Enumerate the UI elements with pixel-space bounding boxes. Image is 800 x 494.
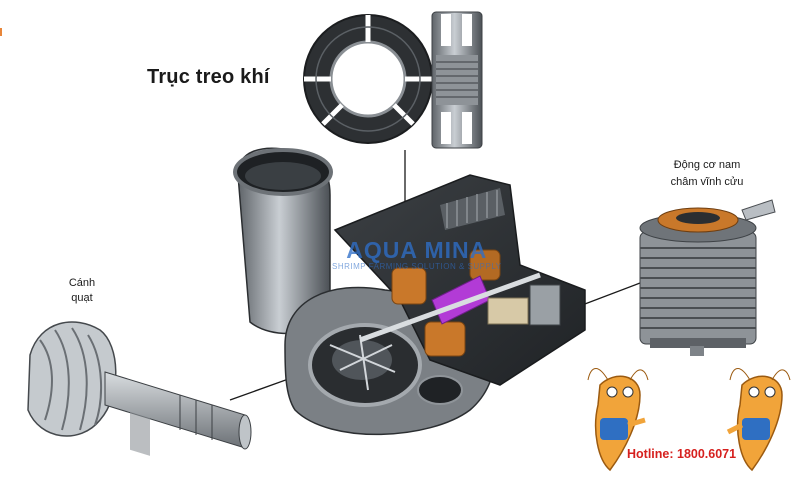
blower-body: [233, 147, 586, 436]
impeller-label: Cánh quạt: [60, 276, 104, 306]
impeller-shaft: [27, 321, 252, 456]
shrimp-mascot-left: [587, 368, 649, 472]
air-bearing-sleeve: [431, 11, 483, 149]
pm-motor: [639, 199, 776, 356]
pm-motor-label-line2: châm vĩnh cửu: [670, 176, 744, 188]
corner-mark: [0, 28, 2, 36]
pm-motor-label: Động cơ nam châm vĩnh cửu: [652, 157, 762, 191]
pm-motor-label-line1: Động cơ nam: [673, 159, 741, 171]
hotline-text: Hotline: 1800.6071: [627, 447, 737, 461]
air-bearing-ring: [303, 14, 433, 144]
air-bearing-label: Trục treo khí: [147, 66, 270, 88]
shrimp-mascot-right: [726, 368, 791, 472]
impeller-label-line1: Cánh: [68, 277, 96, 289]
impeller-label-line2: quạt: [71, 292, 93, 304]
